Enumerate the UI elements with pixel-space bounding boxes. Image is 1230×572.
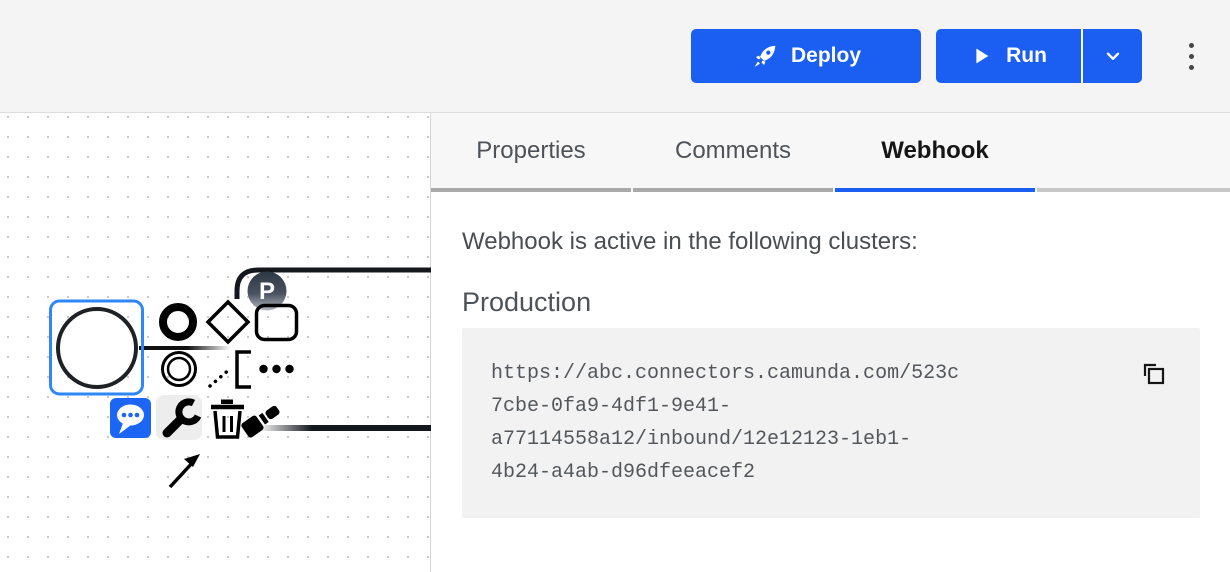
copy-icon: [1143, 363, 1165, 385]
tab-webhook[interactable]: Webhook: [835, 113, 1035, 192]
start-event-shape[interactable]: [56, 307, 138, 389]
webhook-url-line: a77114558a12/inbound/12e12123-1eb1-: [491, 428, 912, 451]
set-color-button[interactable]: [240, 402, 283, 439]
main-area: P: [0, 113, 1230, 572]
text-annotation-icon: [208, 366, 233, 388]
delete-button[interactable]: [211, 399, 244, 439]
brush-icon: [241, 415, 264, 438]
connector-badge-letter: P: [259, 278, 275, 305]
webhook-url-line: https://abc.connectors.camunda.com/523c: [491, 362, 960, 385]
append-gateway-button[interactable]: [205, 299, 251, 345]
webhook-status-text: Webhook is active in the following clust…: [462, 228, 918, 255]
end-event-icon: [159, 303, 197, 341]
run-split-button: Run: [936, 29, 1142, 83]
tab-bar-filler: [1037, 113, 1230, 192]
rocket-icon: [751, 43, 778, 70]
gateway-icon: [205, 299, 251, 345]
task-icon: [254, 303, 299, 342]
deploy-button[interactable]: Deploy: [691, 29, 921, 83]
arrow-cursor-icon: [168, 454, 200, 489]
cluster-name: Production: [462, 287, 592, 317]
webhook-tab-content: Webhook is active in the following clust…: [431, 192, 1230, 572]
more-options-icon: [259, 364, 268, 374]
play-icon: [970, 45, 992, 67]
webhook-url-line: 7cbe-0fa9-4df1-9e41-: [491, 395, 732, 418]
tab-comments[interactable]: Comments: [633, 113, 833, 192]
intermediate-event-icon: [161, 351, 197, 387]
top-action-bar: Deploy Run: [0, 0, 1230, 113]
selection-outline: [49, 299, 144, 396]
webhook-url-block: https://abc.connectors.camunda.com/523c …: [462, 328, 1200, 518]
kebab-menu-icon: [1188, 42, 1194, 48]
change-element-button[interactable]: [156, 395, 202, 440]
webhook-url-line: 4b24-a4ab-d96dfeeacef2: [491, 461, 756, 484]
trash-icon: [221, 399, 233, 404]
append-end-event-button[interactable]: [159, 303, 197, 341]
append-task-button[interactable]: [254, 303, 299, 342]
run-button[interactable]: Run: [936, 29, 1081, 83]
bpmn-canvas[interactable]: P: [0, 113, 431, 572]
task-shape[interactable]: [234, 267, 431, 431]
append-text-annotation-button[interactable]: [208, 350, 251, 389]
copy-url-button[interactable]: [1139, 359, 1167, 387]
properties-panel: Properties Comments Webhook Webhook is a…: [431, 113, 1230, 572]
deploy-button-label: Deploy: [790, 44, 861, 67]
comments-badge[interactable]: [110, 398, 151, 438]
wrench-icon: [162, 415, 185, 438]
connector-badge: P: [247, 271, 287, 311]
tab-properties[interactable]: Properties: [431, 113, 631, 192]
chevron-down-icon: [1102, 45, 1124, 67]
overflow-menu-button[interactable]: [1182, 36, 1200, 76]
more-options-button[interactable]: [259, 364, 294, 374]
panel-tab-bar: Properties Comments Webhook: [431, 113, 1230, 192]
append-intermediate-event-button[interactable]: [161, 351, 197, 387]
context-pad: [110, 299, 299, 440]
run-options-button[interactable]: [1081, 29, 1142, 83]
run-button-label: Run: [1006, 44, 1047, 67]
